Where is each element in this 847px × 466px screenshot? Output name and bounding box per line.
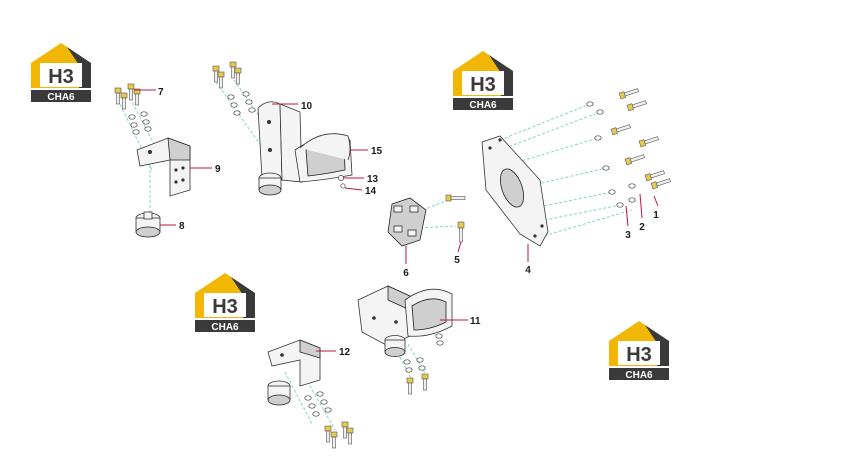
bolt-7c xyxy=(120,92,128,110)
svg-text:1: 1 xyxy=(653,210,659,221)
bolt-5a xyxy=(445,194,466,202)
svg-text:5: 5 xyxy=(454,255,460,266)
callout-11: 11 xyxy=(440,316,481,327)
svg-text:14: 14 xyxy=(365,186,377,197)
bolt-1d xyxy=(638,134,660,148)
bolt-11b xyxy=(421,373,429,391)
logo-letters: H3 xyxy=(470,74,496,96)
logo-sub: CHA6 xyxy=(211,322,239,333)
logo-letters: H3 xyxy=(212,296,238,318)
callout-14: 14 xyxy=(344,186,377,197)
rubber-mount-11 xyxy=(384,335,406,357)
svg-text:11: 11 xyxy=(470,316,481,327)
assembly-coupling xyxy=(387,194,466,247)
callout-4: 4 xyxy=(525,244,531,276)
logo-sub: CHA6 xyxy=(47,92,75,103)
svg-text:3: 3 xyxy=(625,230,631,241)
bolt-12d xyxy=(346,427,354,445)
callout-1: 1 xyxy=(653,195,659,221)
washer-14 xyxy=(340,183,346,189)
callout-3: 3 xyxy=(625,205,631,241)
svg-text:15: 15 xyxy=(371,146,383,157)
nut-13 xyxy=(338,175,344,181)
bolt-12c xyxy=(330,431,338,449)
rubber-mount-12 xyxy=(267,380,291,406)
logo-sub: CHA6 xyxy=(469,100,497,111)
callout-7: 7 xyxy=(134,87,164,98)
assembly-left-mount xyxy=(114,83,191,238)
brand-logo-2: H3 CHA6 xyxy=(453,51,513,111)
flywheel-plate-4 xyxy=(481,135,549,247)
bolt-1b xyxy=(626,98,648,112)
bolt-1g xyxy=(650,176,672,190)
logo-letters: H3 xyxy=(48,66,74,88)
assembly-lower-left xyxy=(267,339,354,449)
bolt-7b xyxy=(127,83,135,101)
callout-10: 10 xyxy=(272,101,313,112)
bolt-12a xyxy=(324,425,332,443)
callout-13: 13 xyxy=(343,174,379,185)
svg-text:7: 7 xyxy=(158,87,164,98)
rubber-mount-8 xyxy=(135,211,161,238)
svg-text:13: 13 xyxy=(367,174,379,185)
callout-12: 12 xyxy=(316,347,351,358)
callout-9: 9 xyxy=(190,164,221,175)
svg-text:8: 8 xyxy=(179,221,185,232)
bolt-1f xyxy=(644,168,666,182)
bolt-10d xyxy=(234,67,242,85)
bracket-12 xyxy=(267,339,321,387)
bolt-11a xyxy=(406,377,414,395)
svg-text:9: 9 xyxy=(215,164,221,175)
bracket-11 xyxy=(357,285,453,347)
bolt-1a xyxy=(618,86,640,100)
strap-15 xyxy=(299,133,351,161)
bolt-7d xyxy=(133,88,141,106)
callout-8: 8 xyxy=(160,221,185,232)
svg-text:6: 6 xyxy=(403,268,409,279)
callout-2: 2 xyxy=(639,193,645,233)
svg-text:10: 10 xyxy=(301,101,313,112)
bolt-1c xyxy=(610,122,632,136)
bolt-7a xyxy=(114,87,122,105)
callout-15: 15 xyxy=(350,146,383,157)
bolt-10c xyxy=(217,71,225,89)
callout-6: 6 xyxy=(403,246,409,279)
assembly-center-bracket xyxy=(212,61,353,196)
callout-5: 5 xyxy=(454,241,462,266)
brand-logo-3: H3 CHA6 xyxy=(195,273,255,333)
logo-letters: H3 xyxy=(626,344,652,366)
rubber-mount-10 xyxy=(258,172,282,196)
svg-text:12: 12 xyxy=(339,347,351,358)
bolt-1e xyxy=(624,152,646,166)
bolt-5b xyxy=(457,221,465,243)
svg-text:2: 2 xyxy=(639,222,645,233)
logo-sub: CHA6 xyxy=(625,370,653,381)
assembly-flywheel-plate xyxy=(481,86,672,247)
assembly-lower-center xyxy=(357,285,453,395)
brand-logo-4: H3 CHA6 xyxy=(609,321,669,381)
brand-logo-1: H3 CHA6 xyxy=(31,43,91,103)
coupling-6 xyxy=(387,197,427,247)
bracket-9 xyxy=(136,137,191,197)
svg-text:4: 4 xyxy=(525,265,531,276)
